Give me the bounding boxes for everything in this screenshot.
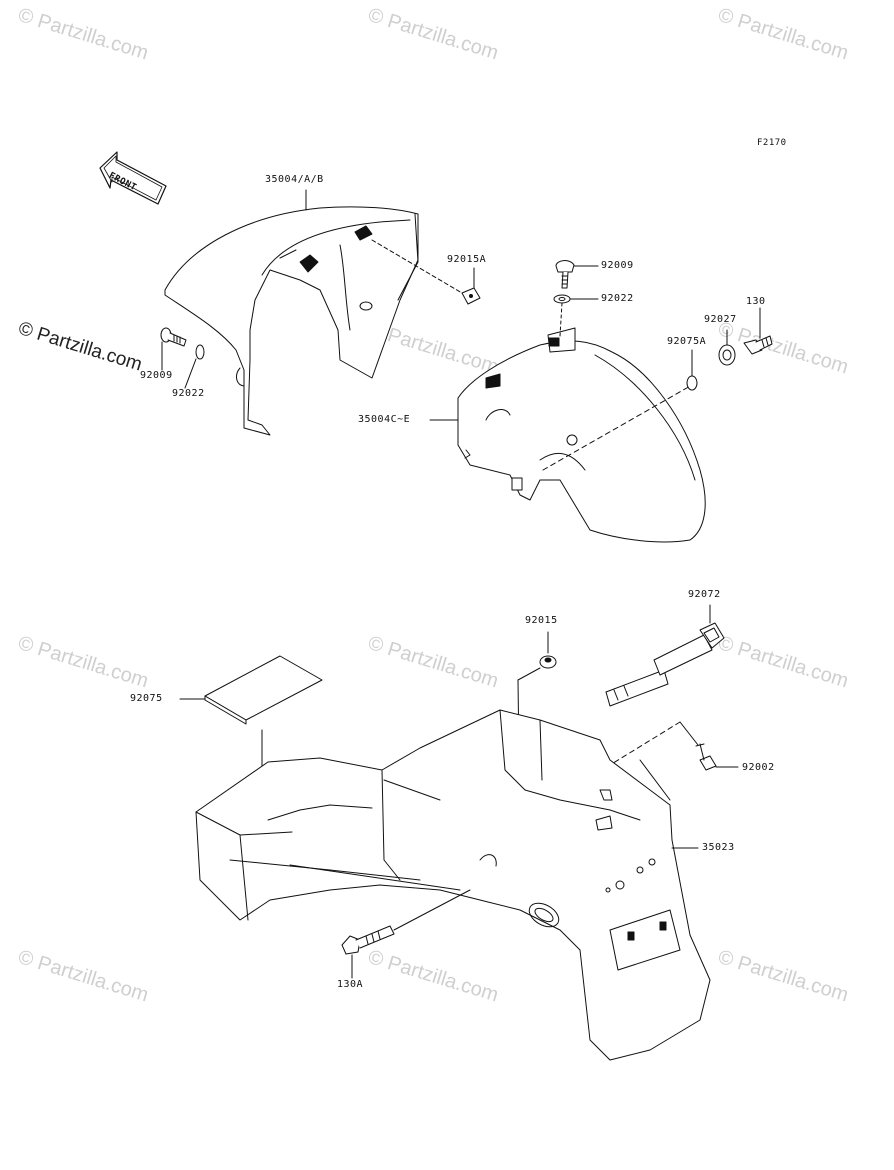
figure-code: F2170 xyxy=(757,138,787,148)
front-fender-upper xyxy=(165,207,418,435)
callout-92002: 92002 xyxy=(742,762,775,773)
strap-92072 xyxy=(606,623,724,706)
bolt-92009-left xyxy=(161,328,186,346)
washer-92022-left xyxy=(196,345,204,359)
bolt-92002 xyxy=(696,744,716,770)
callout-35023: 35023 xyxy=(702,842,735,853)
nut-92015 xyxy=(540,656,556,668)
dashed-front-fender xyxy=(543,385,692,470)
callout-92072: 92072 xyxy=(688,589,721,600)
callout-92022-left: 92022 xyxy=(172,388,205,399)
bolt-92009-top xyxy=(556,261,574,288)
callout-92009-top: 92009 xyxy=(601,260,634,271)
callout-35004ab: 35004/A/B xyxy=(265,174,324,185)
callout-92027: 92027 xyxy=(704,314,737,325)
leader-92022-left xyxy=(185,359,196,388)
front-arrow-icon xyxy=(100,152,166,204)
callout-92015: 92015 xyxy=(525,615,558,626)
nut-clip-92015a xyxy=(462,288,480,304)
callout-92022-top: 92022 xyxy=(601,293,634,304)
front-fender-lower xyxy=(458,328,705,542)
grommet-92027 xyxy=(719,345,735,365)
callout-130: 130 xyxy=(746,296,766,307)
callout-130a: 130A xyxy=(337,979,364,990)
callout-35004ce: 35004C~E xyxy=(358,414,411,425)
callout-92009-left: 92009 xyxy=(140,370,173,381)
pad-92075 xyxy=(205,656,322,724)
washer-92022-top xyxy=(554,295,570,303)
callout-92075a: 92075A xyxy=(667,336,707,347)
spacer-92075a xyxy=(687,376,697,390)
callout-92075: 92075 xyxy=(130,693,163,704)
dashed-92015a xyxy=(372,240,462,293)
bolt-130 xyxy=(744,336,772,354)
rear-fender-35023 xyxy=(196,710,710,1060)
callout-92015a: 92015A xyxy=(447,254,487,265)
bolt-130a xyxy=(342,926,394,954)
